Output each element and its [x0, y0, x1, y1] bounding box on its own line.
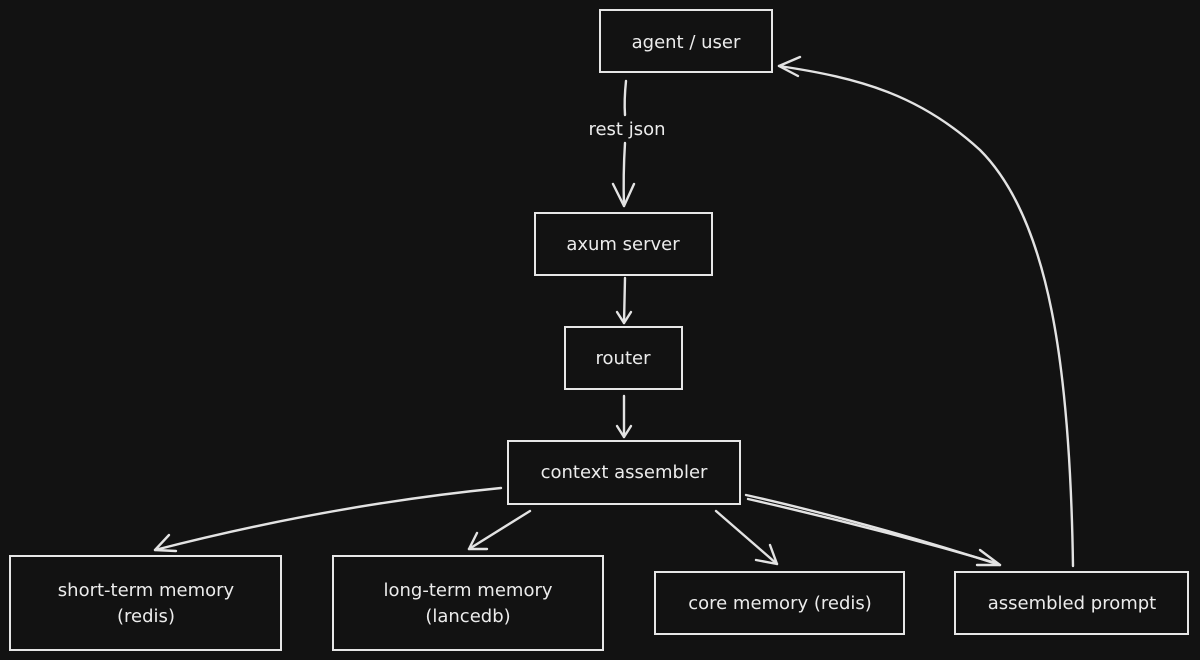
node-label: agent / user — [632, 32, 741, 53]
edge-agent-to-axum — [611, 79, 636, 208]
edge-context-to-short-term — [153, 486, 503, 553]
node-long-term-memory: long-term memory (lancedb) — [332, 555, 604, 651]
node-label-line2: (lancedb) — [425, 606, 510, 627]
node-short-term-memory: short-term memory (redis) — [9, 555, 282, 651]
node-axum-server: axum server — [534, 212, 713, 276]
edge-label-rest-json: rest json — [588, 119, 665, 140]
node-label: axum server — [566, 234, 680, 255]
node-label: context assembler — [541, 462, 708, 483]
node-label-line2: (redis) — [117, 606, 175, 627]
edge-router-to-context — [615, 394, 633, 439]
edge-axum-to-router — [615, 276, 633, 325]
edges: rest json — [153, 55, 1075, 568]
edge-context-to-core — [714, 509, 779, 566]
node-label: assembled prompt — [988, 593, 1157, 614]
node-assembled-prompt: assembled prompt — [954, 571, 1189, 635]
node-core-memory: core memory (redis) — [654, 571, 905, 635]
node-label-line1: long-term memory — [383, 580, 552, 601]
node-router: router — [564, 326, 683, 390]
node-agent-user: agent / user — [599, 9, 773, 73]
node-context-assembler: context assembler — [507, 440, 741, 505]
edge-assembled-to-agent — [777, 55, 1075, 568]
edge-context-to-assembled — [744, 493, 1002, 567]
node-label: core memory (redis) — [688, 593, 872, 614]
edge-context-to-long-term — [467, 509, 532, 551]
node-label: router — [596, 348, 652, 369]
node-label-line1: short-term memory — [58, 580, 235, 601]
